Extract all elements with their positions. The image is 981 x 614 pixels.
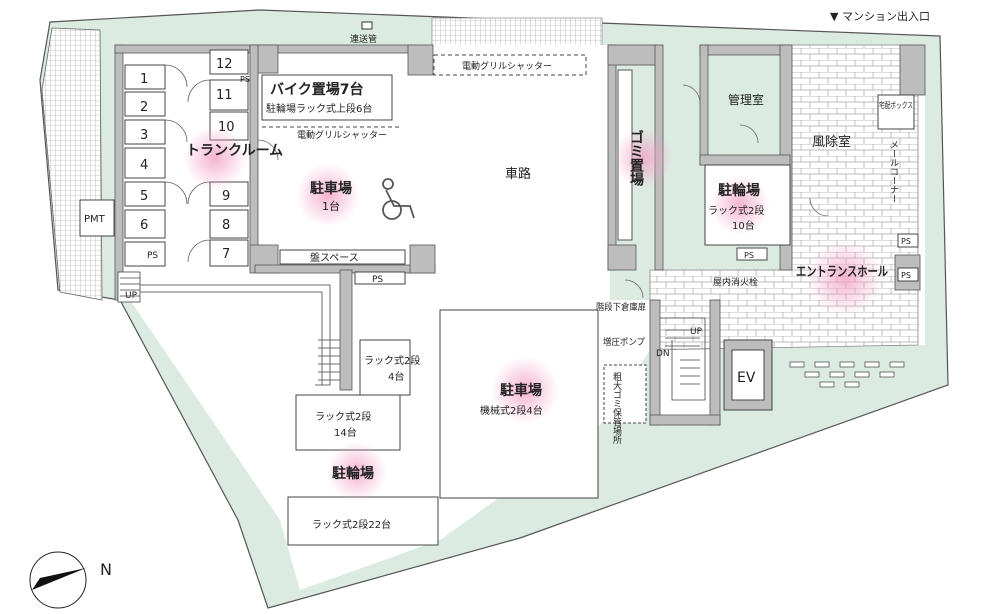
door-swings: [164, 64, 829, 299]
rack-4-box: [359, 339, 411, 396]
rack-14-label-b: 14台: [334, 426, 357, 439]
compass-n: N: [100, 560, 112, 579]
parking2-title: 駐車場: [500, 382, 542, 399]
rack-22-box: [287, 496, 439, 546]
garbage-store-label: 粗大ゴミ保管場所: [611, 371, 622, 445]
unit-6: 6: [140, 218, 148, 233]
stairs-core: [660, 317, 706, 401]
up-label: UP: [125, 291, 138, 301]
windbreak-label: 風除室: [812, 134, 851, 150]
mail-label: メールコーナー: [888, 140, 899, 203]
ps-label-right-top: PS: [901, 237, 911, 246]
bike-sub: 駐輪場ラック式上段6台: [266, 102, 372, 115]
compass-icon: [29, 551, 87, 609]
trunk-unit-numbers: 1 2 3 4 5 6 12 11 10 9 8 7: [140, 57, 235, 262]
unit-3: 3: [140, 128, 148, 143]
bicycle2-sub: ラック式2段: [708, 204, 764, 217]
wheelchair-icon: [382, 178, 415, 220]
pmt-box: [79, 199, 115, 237]
ps-right-bottom: [897, 267, 919, 282]
pmt-label: PMT: [84, 214, 106, 225]
pipe-marker: [361, 21, 373, 30]
hatched-area-left: [41, 27, 103, 301]
unit-11: 11: [216, 88, 233, 103]
ps-label-core: PS: [744, 251, 754, 260]
unit-2: 2: [140, 100, 148, 115]
bicycle2-title: 駐輪場: [718, 182, 760, 199]
ps-core: [736, 247, 768, 261]
hall-label: エントランスホール: [796, 265, 888, 280]
unit-5: 5: [140, 189, 148, 204]
garbage-label: ゴミ置場: [628, 129, 644, 187]
parking2-sub: 機械式2段4台: [480, 404, 543, 417]
unit-12: 12: [216, 57, 233, 72]
trunk-room-label: トランクルーム: [186, 143, 283, 159]
dn-label: DN: [656, 349, 670, 359]
unit-8: 8: [222, 218, 230, 233]
trunk-room-lockers: [124, 49, 249, 267]
entry-steps: [789, 361, 905, 388]
ps-label-right-bottom: PS: [901, 271, 911, 280]
ps-right-top: [897, 233, 919, 248]
bicycle2-count: 10台: [732, 219, 755, 232]
hatched-area-top: [431, 17, 603, 47]
delivery-box: [877, 94, 915, 130]
rack-14-label-a: ラック式2段: [315, 410, 371, 423]
ev-label: EV: [737, 370, 756, 386]
entrance-label: ▼ マンション出入口: [830, 9, 930, 23]
board-space-label: 盤スペース: [310, 251, 359, 264]
windbreak-floor: [792, 88, 880, 198]
highlight-glows: [183, 126, 883, 502]
ps-label-locker: PS: [147, 251, 158, 261]
ev-car: [731, 349, 765, 401]
board-space-box: [279, 249, 406, 265]
stair-storage-label: 階段下倉庫扉: [596, 301, 646, 313]
bicycle-title: 駐輪場: [332, 465, 374, 482]
shutter-top-box: [433, 54, 587, 76]
unit-7: 7: [222, 247, 230, 262]
ps-box-bottom: [354, 271, 406, 285]
pipe-label: 連送管: [350, 33, 377, 45]
shutter-top-label: 電動グリルシャッター: [462, 60, 552, 72]
unit-1: 1: [140, 72, 148, 87]
bike-title: バイク置場7台: [270, 81, 363, 98]
rack-22-label: ラック式2段22台: [312, 518, 391, 531]
road-label: 車路: [505, 166, 531, 182]
parking1-count: 1台: [322, 199, 340, 213]
garbage-store-box: [603, 364, 647, 424]
manager-label: 管理室: [728, 92, 764, 107]
shutter-mid-label: 電動グリルシャッター: [297, 129, 387, 141]
rack-4-label-b: 4台: [388, 370, 404, 383]
pump-label: 増圧ポンプ: [603, 336, 645, 348]
rack-14-box: [295, 394, 401, 451]
unit-4: 4: [140, 158, 148, 173]
ps-label-bottom: PS: [372, 275, 383, 285]
ps-label-locker-top: PS: [240, 75, 250, 84]
up-core-label: UP: [690, 327, 703, 337]
unit-9: 9: [222, 189, 230, 204]
delivery-label: 宅配ボックス: [879, 100, 913, 110]
rack-4-label-a: ラック式2段: [364, 354, 420, 367]
parking1-title: 駐車場: [310, 180, 352, 197]
hydrant-label: 屋内消火栓: [713, 276, 758, 288]
stairs-left: [117, 271, 340, 386]
bike-room-label-box: [261, 74, 393, 121]
